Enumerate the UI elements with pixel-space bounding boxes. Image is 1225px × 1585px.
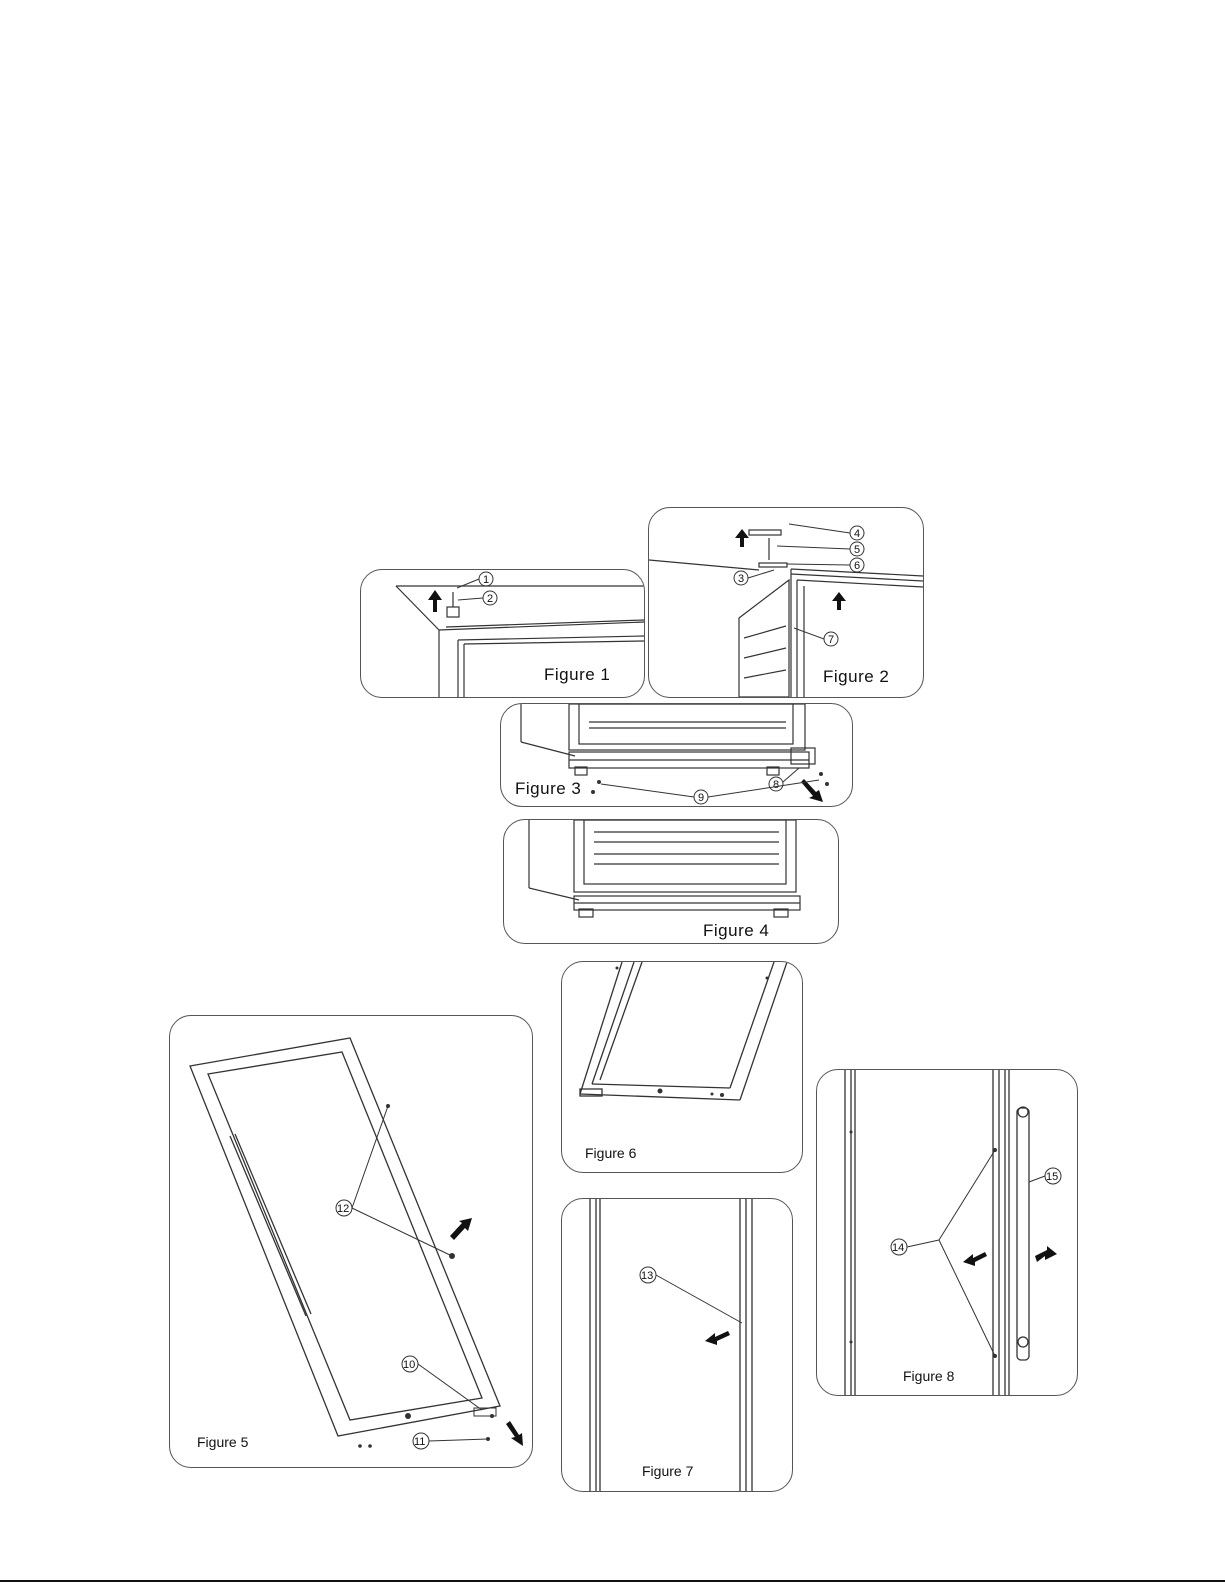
left-arrow-icon xyxy=(963,1252,987,1266)
callout-4: 4 xyxy=(789,524,864,540)
callout-11: 11 xyxy=(413,1433,488,1449)
figure-2-label: Figure 2 xyxy=(823,667,889,687)
callout-15: 15 xyxy=(1029,1168,1061,1184)
callout-14: 14 xyxy=(891,1150,995,1356)
callout-10: 10 xyxy=(402,1356,482,1410)
svg-text:14: 14 xyxy=(892,1242,904,1254)
figure-8-panel: 14 15 Figure 8 xyxy=(816,1069,1078,1396)
figure-6-panel: Figure 6 xyxy=(561,961,803,1173)
up-arrow-icon xyxy=(735,529,749,547)
callout-13: 13 xyxy=(640,1267,742,1323)
page-bottom-rule xyxy=(0,1580,1225,1582)
figure-7-drawing: 13 xyxy=(562,1199,792,1491)
figure-5-panel: 12 10 11 Figure 5 xyxy=(169,1015,533,1468)
up-arrow-icon xyxy=(832,592,846,610)
figure-5-label: Figure 5 xyxy=(197,1434,248,1450)
down-right-arrow-icon xyxy=(506,1421,523,1446)
up-right-arrow-icon xyxy=(450,1218,472,1240)
figure-1-panel: 1 2 Figure 1 xyxy=(360,569,645,698)
figure-8-label: Figure 8 xyxy=(903,1368,954,1384)
up-arrow-icon xyxy=(428,590,442,612)
figure-4-panel: Figure 4 xyxy=(503,819,839,944)
figure-4-drawing xyxy=(504,820,838,943)
svg-text:11: 11 xyxy=(414,1436,425,1448)
figure-5-drawing: 12 10 11 xyxy=(170,1016,532,1467)
figure-4-label: Figure 4 xyxy=(703,921,769,941)
svg-text:13: 13 xyxy=(641,1270,653,1282)
callout-3: 3 xyxy=(734,570,774,585)
svg-text:2: 2 xyxy=(487,593,493,605)
callout-2: 2 xyxy=(458,591,497,605)
svg-text:10: 10 xyxy=(403,1359,415,1371)
figure-6-label: Figure 6 xyxy=(585,1145,636,1161)
svg-text:3: 3 xyxy=(738,573,744,585)
figure-7-panel: 13 Figure 7 xyxy=(561,1198,793,1492)
svg-text:4: 4 xyxy=(854,528,860,540)
figure-7-label: Figure 7 xyxy=(642,1463,693,1479)
callout-8: 8 xyxy=(769,768,799,791)
callout-7: 7 xyxy=(794,628,838,646)
svg-text:12: 12 xyxy=(337,1203,349,1215)
figure-3-label: Figure 3 xyxy=(515,779,581,799)
figure-6-drawing xyxy=(562,962,802,1172)
figure-8-drawing: 14 15 xyxy=(817,1070,1077,1395)
right-arrow-icon xyxy=(1035,1246,1057,1262)
figure-3-panel: 8 9 Figure 3 xyxy=(500,703,853,807)
svg-text:7: 7 xyxy=(828,634,834,646)
svg-text:8: 8 xyxy=(773,779,779,791)
callout-5: 5 xyxy=(777,542,864,556)
left-arrow-icon xyxy=(705,1331,730,1345)
svg-text:5: 5 xyxy=(854,544,860,556)
figure-2-panel: 4 5 6 3 7 Figure 2 xyxy=(648,507,924,698)
callout-9: 9 xyxy=(601,780,819,804)
svg-text:6: 6 xyxy=(854,560,860,572)
svg-text:9: 9 xyxy=(698,792,704,804)
svg-text:15: 15 xyxy=(1046,1171,1058,1183)
figure-1-label: Figure 1 xyxy=(544,665,610,685)
svg-text:1: 1 xyxy=(483,574,489,586)
